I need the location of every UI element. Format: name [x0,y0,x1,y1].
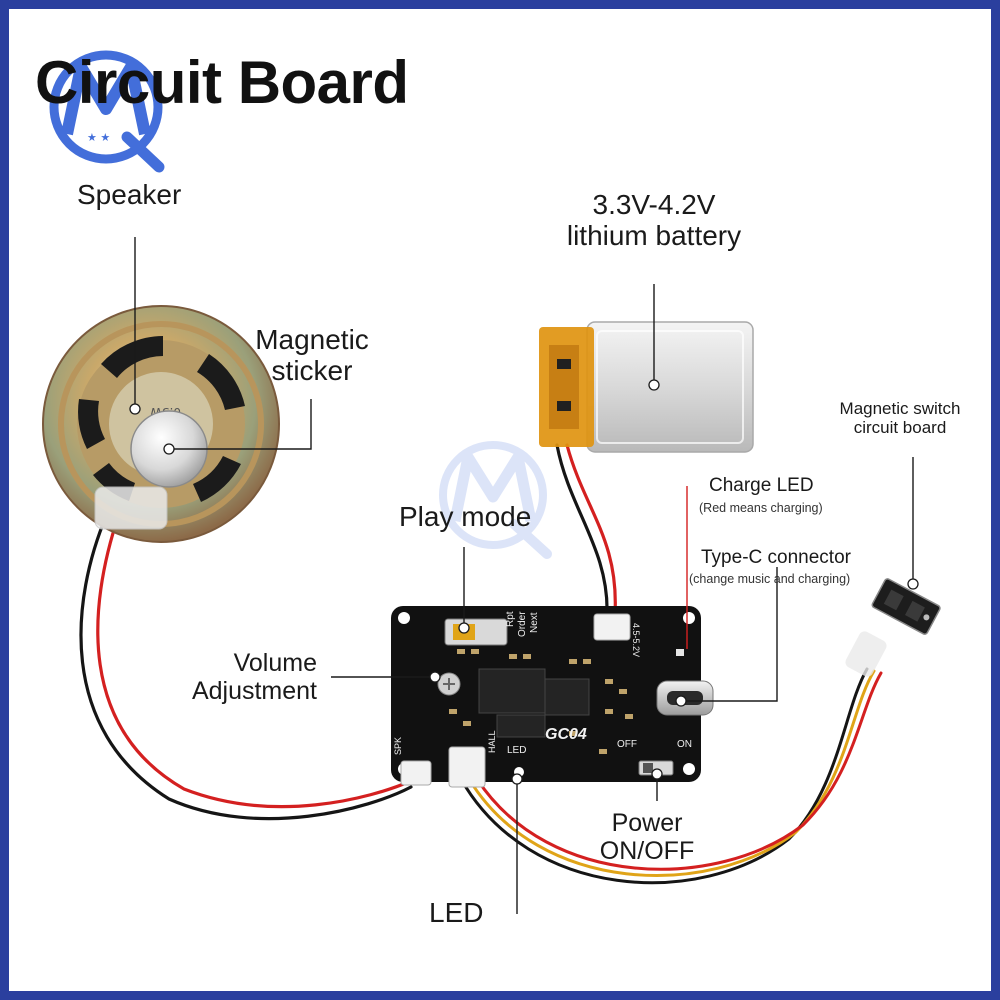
label-led: LED [429,897,484,928]
magnetic-switch-module [845,578,941,677]
label-power-line1: Power [611,809,683,837]
label-volume: Volume Adjustment [159,649,317,705]
label-volume-line1: Volume [233,649,317,677]
label-volume-line2: Adjustment [191,677,317,705]
watermark-logo [439,441,552,559]
hall-sensor-wires [459,667,883,885]
board-hall-label: HALL [487,730,497,753]
label-power-line2: ON/OFF [599,837,695,865]
board-mode-next: Next [529,612,540,633]
label-battery: 3.3V-4.2V lithium battery [534,189,774,252]
board-voltage: 4.5-5.2V [631,623,641,658]
svg-text:★ ★: ★ ★ [87,131,110,144]
speaker-photo: 0.5W [42,305,280,543]
label-speaker: Speaker [77,179,182,210]
battery-photo [539,321,754,453]
label-power: Power ON/OFF [587,809,707,865]
gc04-circuit-board [391,606,714,788]
board-spk-label: SPK [393,736,403,755]
brand-logo: ★ ★ [49,50,165,173]
label-type-c: Type-C connector [701,547,851,568]
label-type-c-note: (change music and charging) [689,572,851,586]
board-led-label: LED [507,745,527,756]
speaker-wires [79,512,413,821]
page-title: Circuit Board [35,49,409,116]
board-on-label: ON [677,739,692,750]
label-battery-line1: 3.3V-4.2V [592,189,716,220]
battery-wires [555,443,617,616]
leader-dots [129,379,919,785]
label-play-mode: Play mode [399,501,532,532]
label-magnetic-sticker-line1: Magnetic [255,324,369,355]
label-magnetic-sticker: Magnetic sticker [247,324,377,387]
label-magnetic-switch: Magnetic switch circuit board [815,399,985,437]
board-model: GC04 [545,726,587,743]
product-photo: ★ ★ [42,50,941,914]
label-charge-led-note: (Red means charging) [699,501,823,515]
board-mode-order: Order [517,611,528,637]
label-magnetic-switch-line1: Magnetic switch [839,399,961,418]
board-mode-rpt: Rpt [505,611,516,627]
board-off-label: OFF [617,739,637,750]
label-battery-line2: lithium battery [566,220,742,252]
label-charge-led: Charge LED [709,475,814,496]
label-magnetic-sticker-line2: sticker [271,355,353,387]
label-magnetic-switch-line2: circuit board [853,418,947,438]
